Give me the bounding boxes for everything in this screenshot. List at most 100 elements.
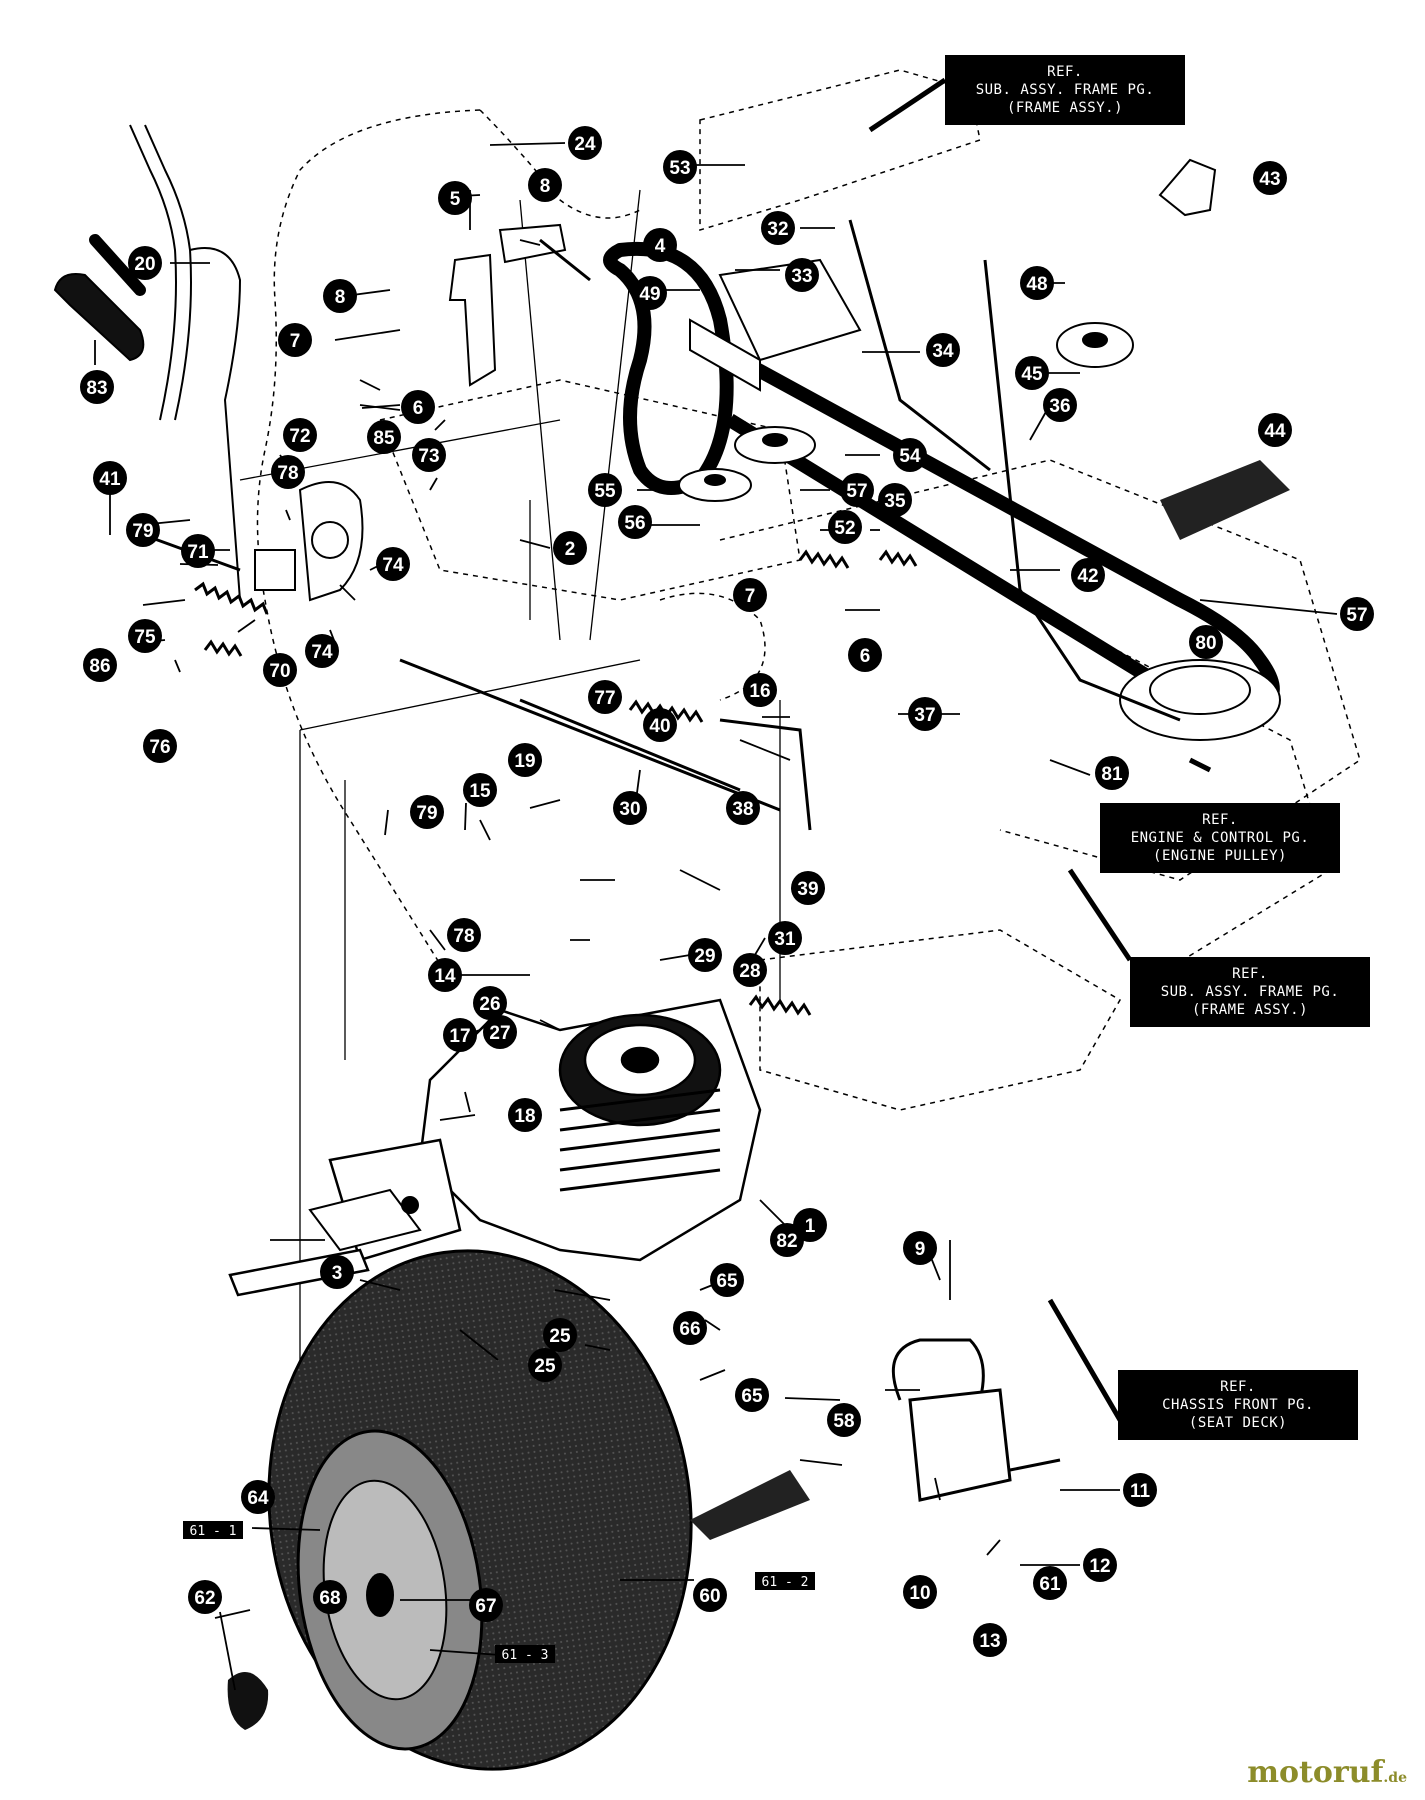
callout-dot: [785, 258, 819, 292]
callout-label: 8: [335, 287, 346, 308]
callout-dot: [840, 473, 874, 507]
part-callout: 57: [840, 473, 874, 507]
part-callout: 13: [973, 1623, 1007, 1657]
part-callout: 18: [508, 1098, 542, 1132]
callout-label: 75: [134, 627, 156, 648]
callout-dot: [768, 921, 802, 955]
callout-dot: [908, 697, 942, 731]
ref-note-line: SUB. ASSY. FRAME PG.: [1160, 984, 1340, 1000]
callout-dot: [693, 1578, 727, 1612]
callout-dot: [528, 168, 562, 202]
callout-label: 20: [134, 254, 155, 275]
ref-note-line: (SEAT DECK): [1188, 1415, 1288, 1431]
callout-dot: [376, 547, 410, 581]
part-callout: 53: [663, 150, 697, 184]
ref-note-chassis: REF. CHASSIS FRONT PG. (SEAT DECK): [1118, 1370, 1358, 1440]
callout-label: 3: [332, 1263, 343, 1284]
part-callout: 33: [785, 258, 819, 292]
callout-dot: [323, 279, 357, 313]
callout-dot: [568, 126, 602, 160]
callout-label: 78: [453, 926, 474, 947]
callout-label: 24: [574, 134, 596, 155]
part-callout: 65: [710, 1263, 744, 1297]
part-callout: 79: [410, 795, 444, 829]
ref-note-line: (FRAME ASSY.): [1191, 1002, 1309, 1018]
part-callout: 5: [438, 181, 472, 215]
pulleys: [678, 322, 1281, 741]
part-callout: 43: [1253, 161, 1287, 195]
pads: [690, 460, 1290, 1540]
callout-label: 25: [549, 1326, 571, 1347]
callout-dot: [401, 390, 435, 424]
callout-dot: [181, 534, 215, 568]
callout-label: 44: [1264, 421, 1286, 442]
callout-dot: [367, 420, 401, 454]
part-callout: 40: [643, 708, 677, 742]
part-callout: 16: [743, 673, 777, 707]
part-callout: 55: [588, 473, 622, 507]
part-callout: 74: [305, 634, 339, 668]
part-callout: 78: [271, 455, 305, 489]
callout-label: 38: [732, 799, 753, 820]
callout-label: 6: [860, 646, 871, 667]
callout-label: 26: [479, 994, 500, 1015]
idler-bracket: [689, 258, 862, 392]
callout-label: 81: [1101, 764, 1123, 785]
callout-label: 61: [1039, 1574, 1061, 1595]
callout-label: 80: [1195, 633, 1216, 654]
callout-dot: [126, 513, 160, 547]
frame-outline: [256, 69, 1361, 1111]
part-callout: 37: [908, 697, 942, 731]
part-callout: 6: [848, 638, 882, 672]
sub-tag-bg: [183, 1521, 243, 1539]
part-callout: 74: [376, 547, 410, 581]
part-callout: 39: [791, 871, 825, 905]
part-callout: 65: [735, 1378, 769, 1412]
ref-note-line: ENGINE & CONTROL PG.: [1130, 830, 1310, 846]
bracket: [448, 223, 567, 387]
shift-lever: [89, 124, 242, 601]
ref-note-line: (ENGINE PULLEY): [1153, 848, 1287, 864]
callout-dot: [733, 578, 767, 612]
callout-label: 28: [739, 961, 760, 982]
part-callout: 60: [693, 1578, 727, 1612]
part-callout: 54: [893, 438, 927, 472]
callout-dot: [588, 473, 622, 507]
callout-label: 31: [774, 929, 796, 950]
part-callout: 49: [633, 276, 667, 310]
sub-tag: 61 - 3: [495, 1645, 555, 1663]
callout-dot: [827, 1403, 861, 1437]
callout-dot: [443, 1018, 477, 1052]
callout-dot: [710, 1263, 744, 1297]
part-callout: 77: [588, 680, 622, 714]
callout-dot: [320, 1255, 354, 1289]
hub-cap: [227, 1672, 269, 1730]
callout-dot: [588, 680, 622, 714]
callout-dot: [1253, 161, 1287, 195]
callout-dot: [128, 246, 162, 280]
part-callout: 32: [761, 211, 795, 245]
part-callout: 64: [241, 1480, 275, 1514]
part-callout: 62: [188, 1580, 222, 1614]
callout-label: 27: [489, 1023, 510, 1044]
callout-label: 62: [194, 1588, 215, 1609]
callout-dot: [508, 743, 542, 777]
callout-dot: [278, 323, 312, 357]
callout-label: 36: [1049, 396, 1070, 417]
callout-dot: [733, 953, 767, 987]
part-callout: 9: [903, 1231, 937, 1265]
callout-label: 78: [277, 463, 298, 484]
part-callout: 80: [1189, 625, 1223, 659]
ref-note-line: REF.: [1202, 812, 1238, 828]
callout-label: 19: [514, 751, 535, 772]
callout-label: 15: [469, 781, 491, 802]
callout-label: 6: [413, 398, 424, 419]
part-callout: 10: [903, 1575, 937, 1609]
callout-label: 30: [619, 799, 640, 820]
wheel: [267, 1249, 693, 1771]
callout-dot: [673, 1311, 707, 1345]
part-callout: 27: [483, 1015, 517, 1049]
part-callout: 28: [733, 953, 767, 987]
callout-dot: [543, 1318, 577, 1352]
callout-label: 40: [649, 716, 670, 737]
